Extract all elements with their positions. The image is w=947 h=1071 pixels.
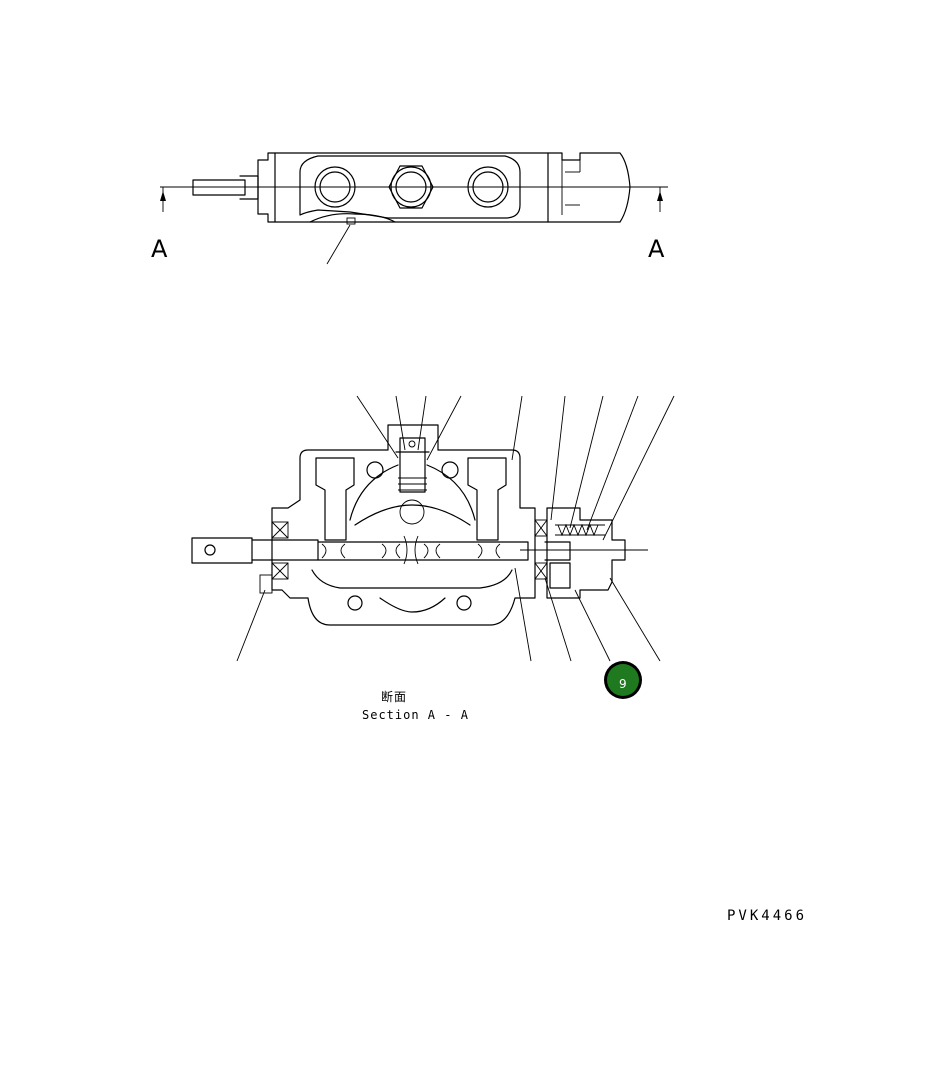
leader-lines-top [356, 395, 675, 541]
callout-9[interactable]: 9 [604, 661, 642, 699]
leader-lines-bottom [236, 567, 661, 662]
section-caption-jp: 断面 [381, 689, 407, 704]
arrow-head-left-icon [160, 191, 166, 201]
callout-number: 9 [619, 677, 627, 691]
section-view-valve [191, 424, 648, 626]
drawing-code: PVK4466 [727, 908, 807, 924]
top-view-valve [160, 152, 668, 265]
section-caption-en: Section A - A [362, 708, 469, 722]
section-marker-right: A [648, 235, 665, 263]
arrow-head-right-icon [657, 191, 663, 201]
section-marker-left: A [151, 235, 168, 263]
callout-circle[interactable] [607, 664, 639, 696]
